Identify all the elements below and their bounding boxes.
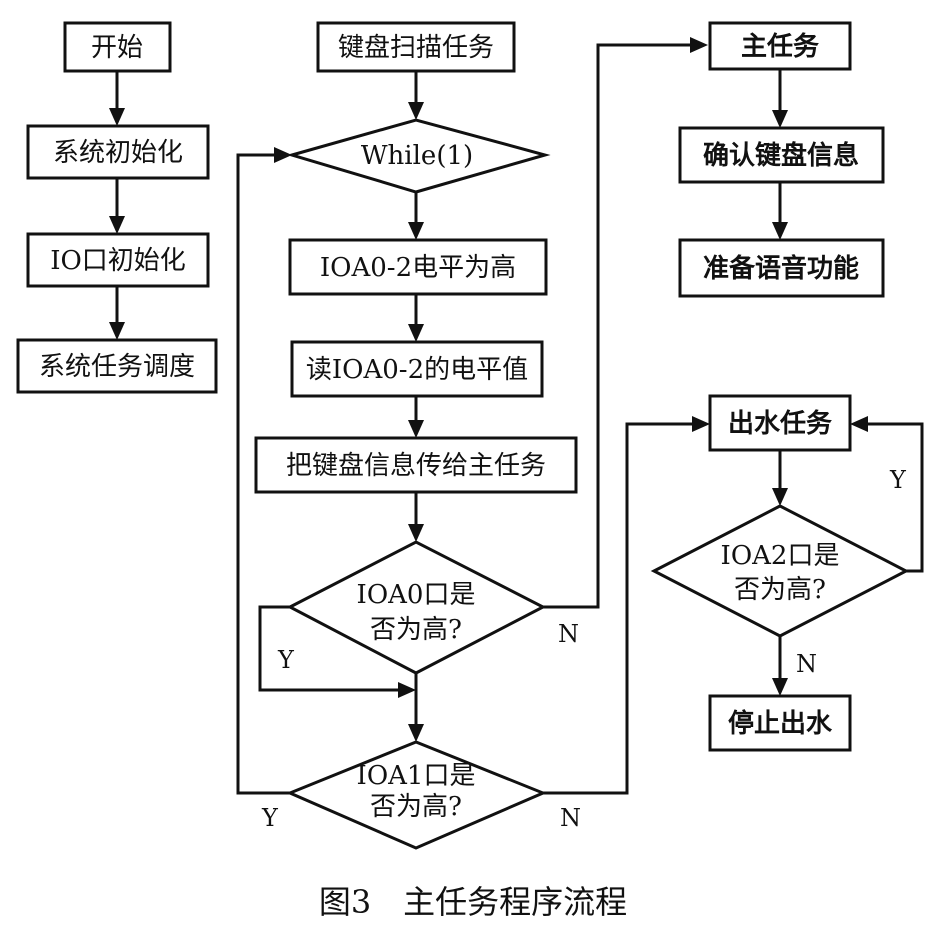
ioa-high-label: IOA0-2电平为高 bbox=[320, 253, 516, 283]
ioa0-yes-label: Y bbox=[277, 646, 295, 674]
figure-caption: 图3 主任务程序流程 bbox=[319, 883, 627, 921]
ioa0-decision-node: IOA0口是 否为高? bbox=[286, 540, 547, 675]
ioa2-label-line1: IOA2口是 bbox=[721, 541, 840, 571]
sys-init-node: 系统初始化 bbox=[26, 124, 210, 180]
edge-ioa1-yes-to-while bbox=[236, 153, 290, 795]
while-node: While(1) bbox=[286, 118, 551, 194]
ioa1-yes-label: Y bbox=[261, 804, 279, 832]
arrowhead bbox=[109, 322, 125, 340]
arrowhead bbox=[772, 222, 788, 240]
ioa2-no-label: N bbox=[796, 650, 817, 678]
confirm-node: 确认键盘信息 bbox=[678, 126, 885, 184]
sched-node: 系统任务调度 bbox=[16, 338, 218, 394]
arrowhead bbox=[398, 682, 416, 698]
ioa0-label-line2: 否为高? bbox=[370, 615, 462, 645]
arrowhead bbox=[408, 420, 424, 438]
ioa2-yes-label: Y bbox=[889, 466, 907, 494]
stop-label: 停止出水 bbox=[728, 708, 833, 739]
arrowhead bbox=[408, 724, 424, 742]
voice-label: 准备语音功能 bbox=[703, 253, 859, 284]
arrowhead bbox=[408, 324, 424, 342]
io-init-label: IO口初始化 bbox=[50, 246, 186, 276]
water-task-label: 出水任务 bbox=[728, 409, 832, 439]
ioa-high-node: IOA0-2电平为高 bbox=[288, 238, 548, 296]
ioa1-decision-node: IOA1口是 否为高? bbox=[286, 740, 547, 850]
ioa2-decision-node: IOA2口是 否为高? bbox=[650, 504, 910, 638]
arrowhead bbox=[692, 416, 710, 432]
arrowhead bbox=[408, 524, 424, 542]
main-task-label: 主任务 bbox=[741, 32, 819, 62]
edge-ioa2-yes-loop bbox=[868, 422, 924, 573]
kbd-task-label: 键盘扫描任务 bbox=[338, 33, 494, 63]
ioa1-label-line2: 否为高? bbox=[370, 792, 462, 822]
arrowhead bbox=[772, 488, 788, 506]
ioa2-label-line2: 否为高? bbox=[734, 575, 826, 605]
arrowhead bbox=[772, 678, 788, 696]
sched-label: 系统任务调度 bbox=[39, 352, 195, 382]
water-task-node: 出水任务 bbox=[708, 394, 852, 452]
edge-ioa1-no-to-water bbox=[543, 422, 692, 795]
ioa0-label-line1: IOA0口是 bbox=[357, 580, 476, 610]
arrowhead bbox=[274, 147, 292, 163]
start-node: 开始 bbox=[63, 21, 172, 73]
arrowhead bbox=[408, 102, 424, 120]
arrowhead bbox=[690, 37, 708, 53]
ioa1-label-line1: IOA1口是 bbox=[357, 761, 476, 791]
read-level-node: 读IOA0-2的电平值 bbox=[290, 340, 544, 398]
sys-init-label: 系统初始化 bbox=[53, 138, 183, 168]
edge-ioa0-no-to-main bbox=[543, 43, 690, 609]
kbd-task-node: 键盘扫描任务 bbox=[316, 21, 516, 73]
voice-node: 准备语音功能 bbox=[678, 238, 885, 298]
arrowhead bbox=[109, 108, 125, 126]
start-label: 开始 bbox=[91, 33, 143, 63]
arrowhead bbox=[408, 222, 424, 240]
ioa1-no-label: N bbox=[560, 804, 581, 832]
pass-info-label: 把键盘信息传给主任务 bbox=[286, 451, 546, 481]
edge-ioa0-yes-loop bbox=[258, 605, 400, 692]
stop-node: 停止出水 bbox=[708, 694, 852, 752]
pass-info-node: 把键盘信息传给主任务 bbox=[254, 436, 578, 494]
arrowhead bbox=[772, 110, 788, 128]
confirm-label: 确认键盘信息 bbox=[703, 140, 859, 171]
arrowhead bbox=[109, 216, 125, 234]
io-init-node: IO口初始化 bbox=[26, 232, 210, 288]
main-task-node: 主任务 bbox=[708, 21, 852, 71]
arrowhead bbox=[850, 416, 868, 432]
while-label: While(1) bbox=[361, 141, 473, 171]
ioa0-no-label: N bbox=[558, 620, 579, 648]
read-level-label: 读IOA0-2的电平值 bbox=[306, 355, 528, 385]
